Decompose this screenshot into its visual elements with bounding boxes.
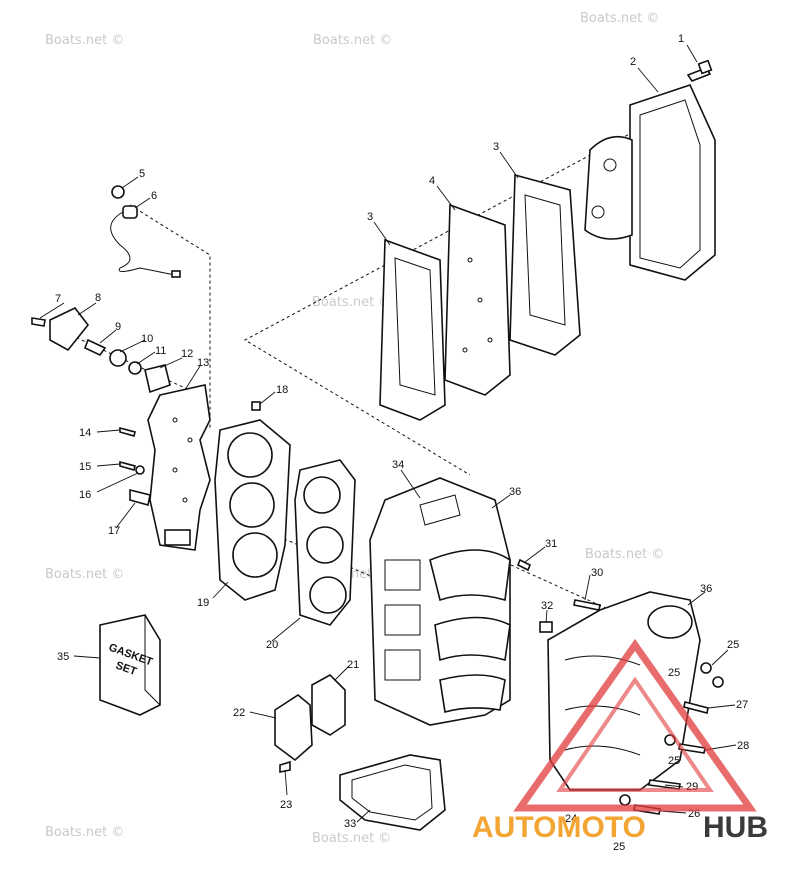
head-gasket-20 [294, 459, 356, 626]
callout-12: 12 [181, 348, 193, 360]
callout-labels: 1 2 3 3 4 5 6 7 8 9 10 11 12 13 14 15 16… [55, 33, 749, 853]
callout-21: 21 [347, 659, 359, 671]
watermark: Boats.net © [580, 11, 659, 26]
callout-17: 17 [108, 525, 120, 537]
callout-2: 2 [630, 56, 636, 68]
callout-15: 15 [79, 461, 91, 473]
watermark: Boats.net © [45, 33, 124, 48]
gasket-33 [339, 754, 446, 831]
watermark: Boats.net © [312, 295, 391, 310]
watermark: Boats.net © [45, 825, 124, 840]
callout-23: 23 [280, 799, 292, 811]
callout-30: 30 [591, 567, 603, 579]
temperature-sensor-6 [110, 205, 181, 278]
callout-5: 5 [139, 168, 145, 180]
gasket-set-box-35: GASKET SET [99, 614, 161, 716]
cylinder-block-34 [369, 477, 511, 726]
automotohub-logo: AUTOMOTO HUB [472, 638, 768, 844]
callout-25: 25 [727, 639, 739, 651]
callout-32: 32 [541, 600, 553, 612]
callout-13: 13 [197, 357, 209, 369]
callout-35: 35 [57, 651, 69, 663]
bypass-cover-22 [274, 674, 346, 773]
callout-18: 18 [276, 384, 288, 396]
callout-24: 24 [565, 813, 577, 825]
callout-11: 11 [155, 345, 166, 357]
callout-3: 3 [367, 211, 373, 223]
dowel-pin-31 [516, 558, 532, 572]
crankcase-cover-36 [539, 591, 701, 791]
watermark: Boats.net © [45, 567, 124, 582]
watermark: Boats.net © [313, 33, 392, 48]
bolts-14-17 [119, 426, 151, 507]
callout-8: 8 [95, 292, 101, 304]
callout-14: 14 [79, 427, 91, 439]
callout-22: 22 [233, 707, 245, 719]
nut-5 [111, 185, 125, 199]
logo-text-automoto: AUTOMOTO [472, 811, 646, 844]
callout-9: 9 [115, 321, 121, 333]
watermarks: Boats.net © Boats.net © Boats.net © Boat… [45, 11, 664, 846]
callout-36: 36 [700, 583, 712, 595]
thermostat-assembly [31, 306, 171, 394]
gasket-3-right [509, 173, 581, 356]
callout-1: 1 [678, 33, 684, 45]
head-cover-13 [147, 384, 211, 551]
callout-28: 28 [737, 740, 749, 752]
divider-plate-4 [444, 203, 511, 396]
logo-triangle [513, 638, 757, 812]
gasket-3-left [379, 238, 446, 421]
watermark: Boats.net © [312, 831, 391, 846]
callout-6: 6 [151, 190, 157, 202]
stud-30 [573, 599, 601, 611]
leader-lines [39, 44, 737, 823]
cylinder-head-19 [214, 401, 291, 601]
logo-text-hub: HUB [703, 811, 768, 844]
callout-25: 25 [668, 667, 680, 679]
callout-19: 19 [197, 597, 209, 609]
callout-7: 7 [55, 293, 61, 305]
callout-36: 36 [509, 486, 521, 498]
callout-3: 3 [493, 141, 499, 153]
watermark: Boats.net © [585, 547, 664, 562]
callout-25: 25 [613, 841, 625, 853]
callout-16: 16 [79, 489, 91, 501]
callout-4: 4 [429, 175, 435, 187]
callout-20: 20 [266, 639, 278, 651]
callout-25: 25 [668, 755, 680, 767]
callout-33: 33 [344, 818, 356, 830]
callout-27: 27 [736, 699, 748, 711]
exhaust-cover-2 [584, 84, 716, 281]
bolt-1 [686, 59, 713, 82]
logo-triangle-inner [556, 676, 714, 792]
callout-10: 10 [141, 333, 153, 345]
callout-34: 34 [392, 459, 404, 471]
callout-31: 31 [545, 538, 557, 550]
